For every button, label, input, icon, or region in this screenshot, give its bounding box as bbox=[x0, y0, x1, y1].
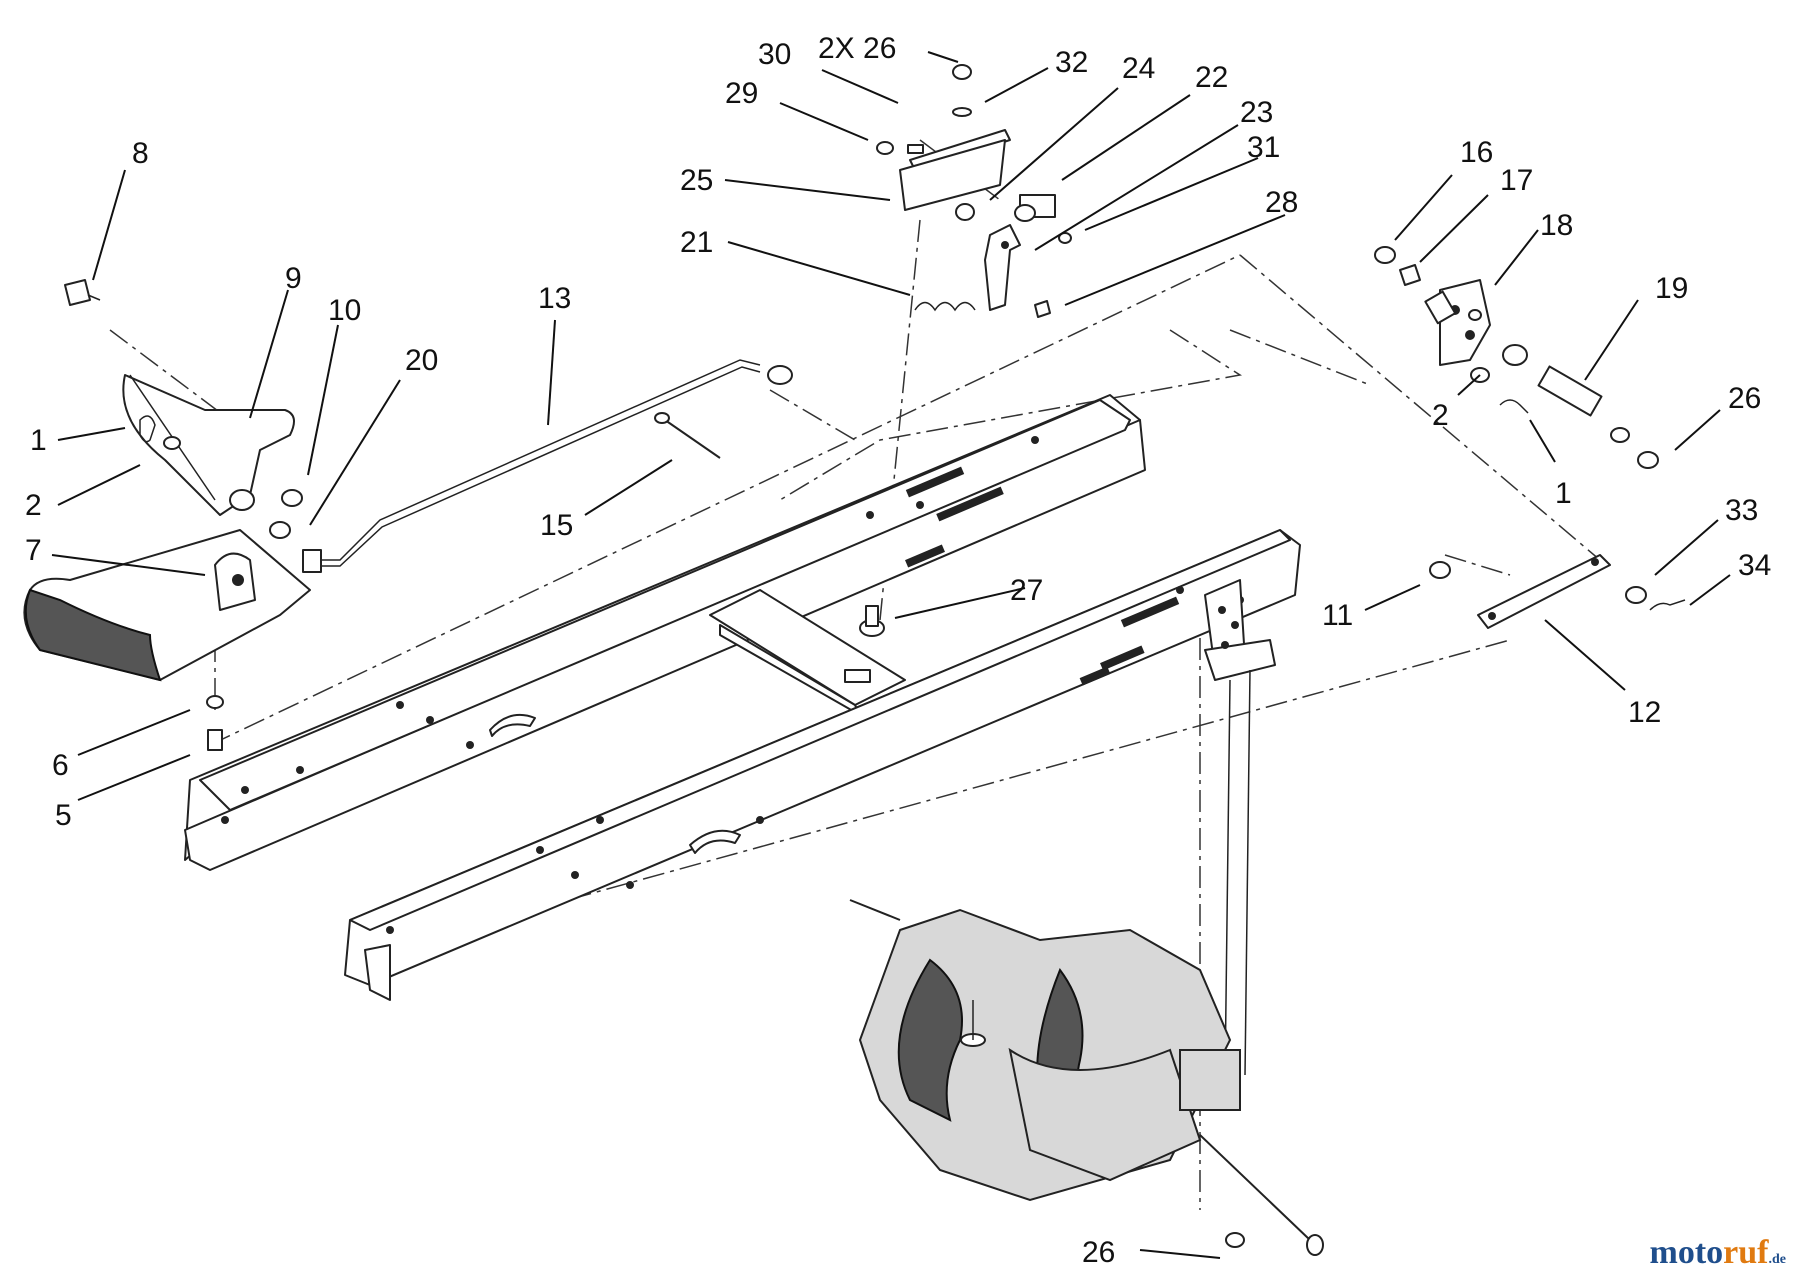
callout-1-left: 1 bbox=[30, 424, 47, 457]
callout-25: 25 bbox=[680, 164, 713, 197]
callout-23: 23 bbox=[1240, 96, 1273, 129]
watermark-logo: motoruf.de bbox=[1650, 1234, 1786, 1272]
callout-30: 30 bbox=[758, 38, 791, 71]
watermark-part-2: ruf bbox=[1723, 1234, 1769, 1271]
callout-7: 7 bbox=[25, 534, 42, 567]
cross-member bbox=[709, 589, 906, 716]
leader-lines bbox=[51, 51, 1731, 1259]
callout-21: 21 bbox=[680, 226, 713, 259]
callout-labels: 1 2 5 6 7 8 9 10 20 13 15 25 21 30 2X 26… bbox=[25, 32, 1771, 1269]
callout-11: 11 bbox=[1322, 599, 1353, 632]
watermark-part-1: moto bbox=[1649, 1234, 1724, 1271]
pin-15 bbox=[654, 412, 721, 459]
watermark-part-3: .de bbox=[1768, 1252, 1787, 1267]
vertical-bracket bbox=[1204, 579, 1276, 1081]
callout-13: 13 bbox=[538, 282, 571, 315]
callout-8: 8 bbox=[132, 137, 149, 170]
callout-33: 33 bbox=[1725, 494, 1758, 527]
callout-31: 31 bbox=[1247, 131, 1280, 164]
callout-34: 34 bbox=[1738, 549, 1771, 582]
control-rod bbox=[302, 359, 793, 573]
callout-2-left: 2 bbox=[25, 489, 42, 522]
top-bracket-assembly bbox=[876, 64, 1072, 318]
callout-22: 22 bbox=[1195, 61, 1228, 94]
upper-frame-rail bbox=[184, 394, 1146, 871]
callout-9: 9 bbox=[285, 262, 302, 295]
callout-16: 16 bbox=[1460, 136, 1493, 169]
transaxle bbox=[849, 899, 1324, 1256]
callout-17: 17 bbox=[1500, 164, 1533, 197]
lower-frame-rail bbox=[344, 529, 1301, 1001]
callout-28: 28 bbox=[1265, 186, 1298, 219]
callout-10: 10 bbox=[328, 294, 361, 327]
callout-6: 6 bbox=[52, 749, 69, 782]
callout-2-right: 2 bbox=[1432, 399, 1449, 432]
callout-1-right: 1 bbox=[1555, 477, 1572, 510]
callout-18: 18 bbox=[1540, 209, 1573, 242]
callout-26-right: 26 bbox=[1728, 382, 1761, 415]
callout-26-bottom: 26 bbox=[1082, 1236, 1115, 1269]
callout-12: 12 bbox=[1628, 696, 1661, 729]
callout-24: 24 bbox=[1122, 52, 1155, 85]
callout-20: 20 bbox=[405, 344, 438, 377]
bolt-27 bbox=[859, 605, 885, 637]
right-bellcrank bbox=[1374, 246, 1686, 629]
callout-29: 29 bbox=[725, 77, 758, 110]
callout-32: 32 bbox=[1055, 46, 1088, 79]
callout-27: 27 bbox=[1010, 574, 1043, 607]
callout-2x26: 2X 26 bbox=[818, 32, 896, 65]
callout-19: 19 bbox=[1655, 272, 1688, 305]
pedal-assembly bbox=[23, 279, 311, 751]
callout-15: 15 bbox=[540, 509, 573, 542]
callout-5: 5 bbox=[55, 799, 72, 832]
